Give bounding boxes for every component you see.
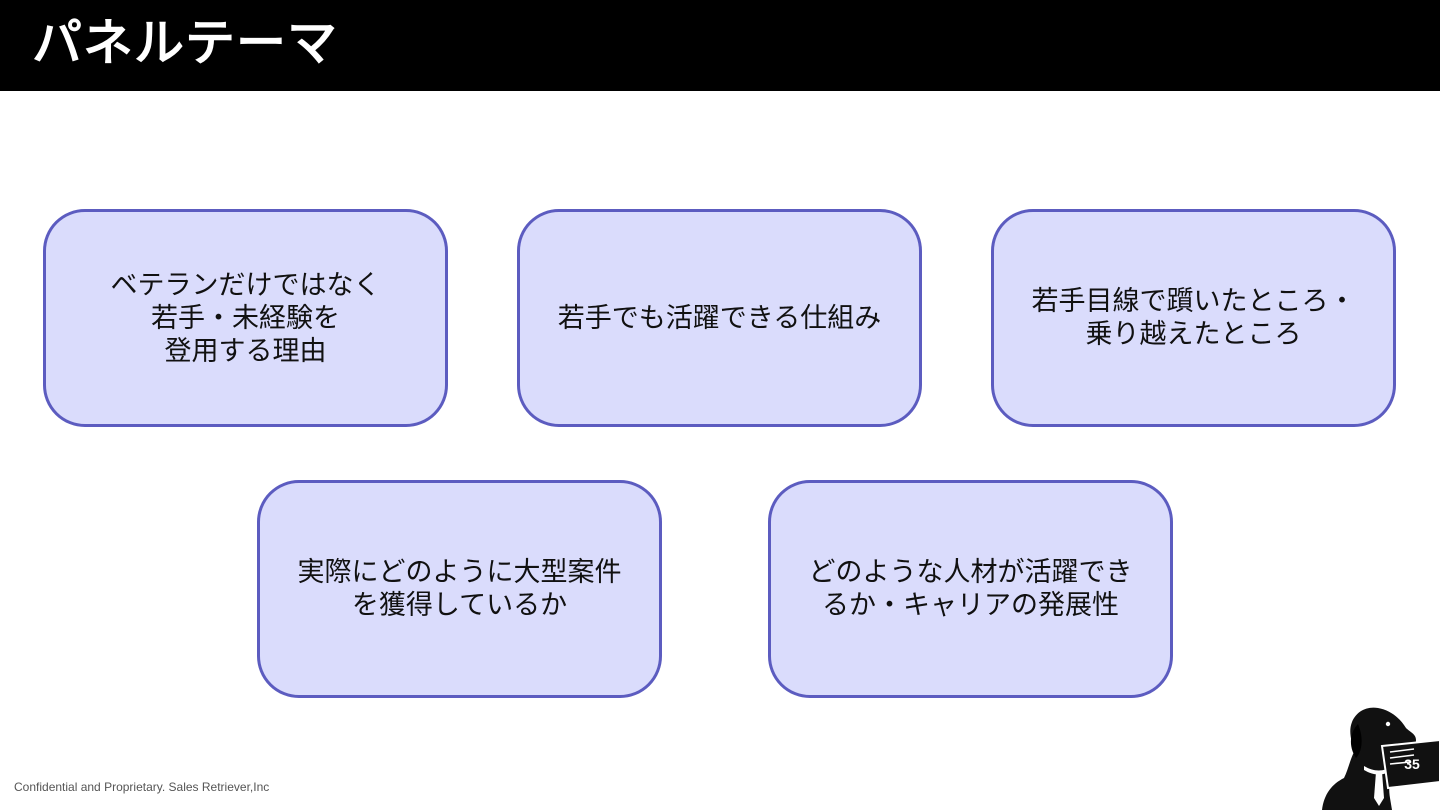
panel-theme-4: 実際にどのように大型案件 を獲得しているか bbox=[257, 480, 662, 698]
title-bar: パネルテーマ bbox=[0, 0, 1440, 91]
panel-theme-1-text: ベテランだけではなく 若手・未経験を 登用する理由 bbox=[110, 269, 381, 367]
panel-theme-5: どのような人材が活躍でき るか・キャリアの発展性 bbox=[768, 480, 1173, 698]
panel-theme-3: 若手目線で躓いたところ・ 乗り越えたところ bbox=[991, 209, 1396, 427]
page-title: パネルテーマ bbox=[32, 14, 338, 72]
panel-theme-4-text: 実際にどのように大型案件 を獲得しているか bbox=[297, 557, 622, 621]
panel-theme-5-text: どのような人材が活躍でき るか・キャリアの発展性 bbox=[808, 557, 1133, 621]
panel-theme-2: 若手でも活躍できる仕組み bbox=[517, 209, 922, 427]
dog-holding-newspaper-icon bbox=[1322, 707, 1440, 810]
page-number: 35 bbox=[1404, 756, 1420, 772]
confidential-footer: Confidential and Proprietary. Sales Retr… bbox=[14, 780, 270, 794]
panel-theme-3-text: 若手目線で躓いたところ・ 乗り越えたところ bbox=[1031, 286, 1356, 350]
panel-theme-1: ベテランだけではなく 若手・未経験を 登用する理由 bbox=[43, 209, 448, 427]
panel-theme-2-text: 若手でも活躍できる仕組み bbox=[557, 302, 882, 334]
